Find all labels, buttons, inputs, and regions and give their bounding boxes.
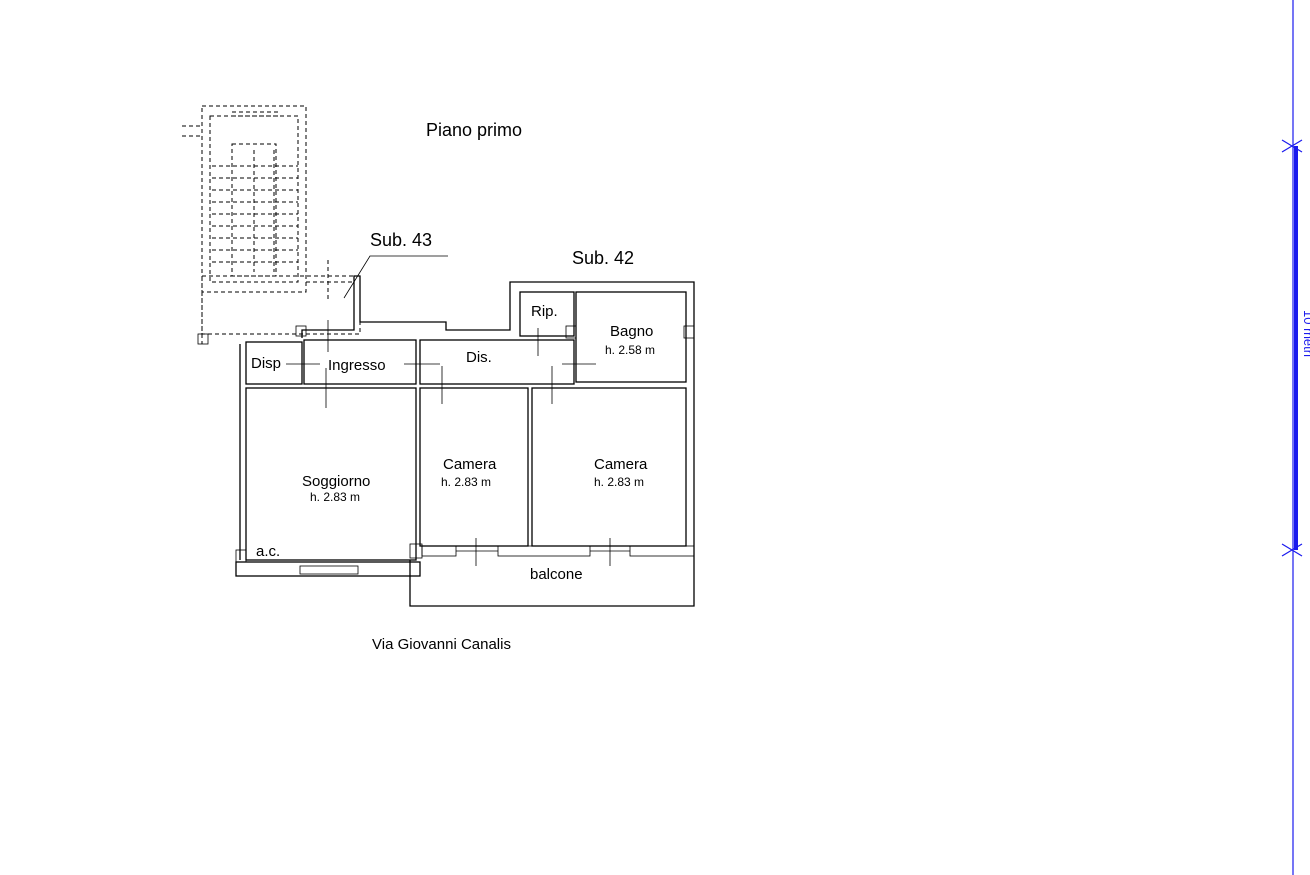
room-camera1-label: Camera	[443, 456, 497, 473]
room-bagno-label: Bagno	[610, 323, 653, 340]
room-camera2-height: h. 2.83 m	[594, 475, 644, 489]
room-soggiorno-height: h. 2.83 m	[310, 490, 360, 504]
room-disp-label: Disp	[251, 355, 281, 372]
scale-bar-label: 10 metri	[1301, 310, 1310, 357]
plan-title: Piano primo	[426, 120, 522, 140]
ac-label: a.c.	[256, 543, 280, 560]
room-soggiorno-label: Soggiorno	[302, 473, 370, 490]
scale-bar: 10 metri	[1281, 0, 1310, 875]
stairwell	[182, 105, 361, 345]
room-ingresso-label: Ingresso	[328, 357, 386, 374]
room-dis-label: Dis.	[466, 349, 492, 366]
room-camera2-label: Camera	[594, 456, 648, 473]
walls	[235, 275, 695, 607]
sub43-leader	[343, 255, 448, 299]
room-bagno-height: h. 2.58 m	[605, 343, 655, 357]
sub42-label: Sub. 42	[572, 248, 634, 268]
room-rip-label: Rip.	[531, 303, 558, 320]
room-camera1-height: h. 2.83 m	[441, 475, 491, 489]
door-markers	[286, 320, 611, 566]
sub43-label: Sub. 43	[370, 230, 432, 250]
balcone-label: balcone	[530, 566, 583, 583]
street-label: Via Giovanni Canalis	[372, 636, 511, 653]
